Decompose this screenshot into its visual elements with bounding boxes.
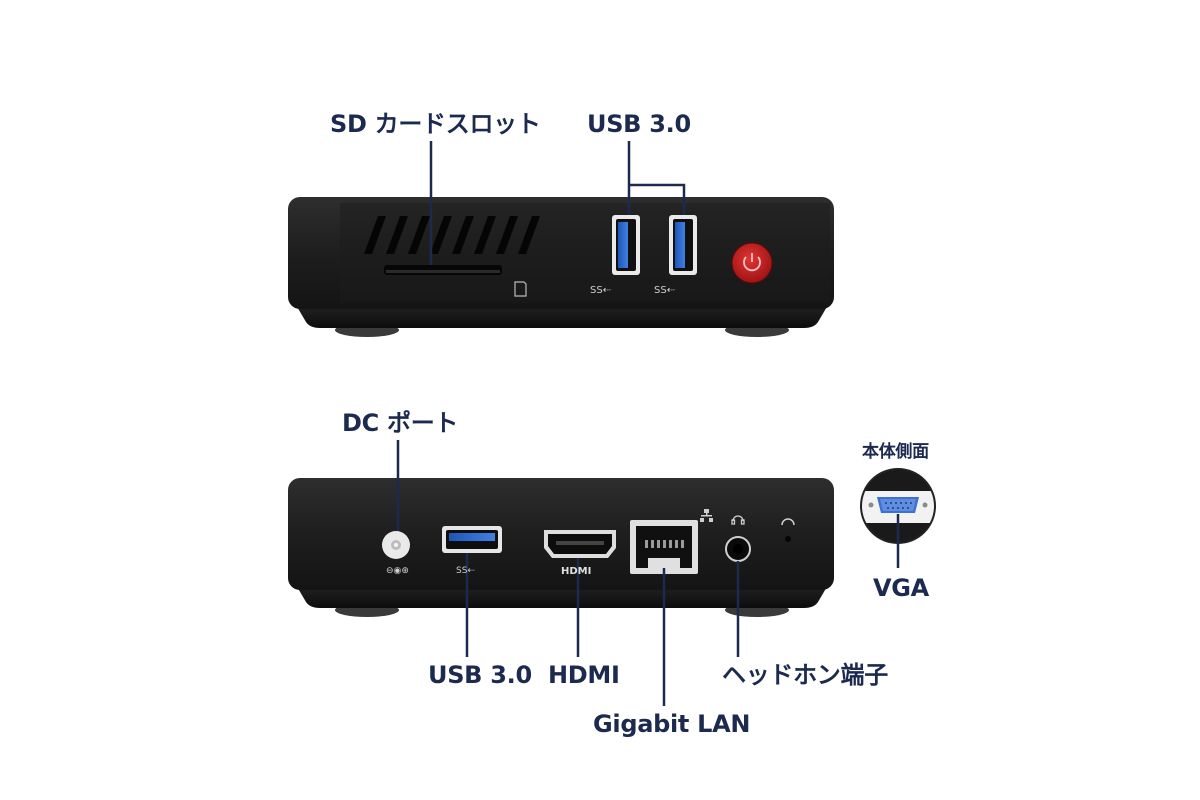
headphone-jack <box>725 536 751 562</box>
headphone-icon <box>781 518 795 542</box>
usb-top-label: USB 3.0 <box>587 110 691 138</box>
power-button-icon <box>731 242 773 284</box>
dc-port <box>382 531 410 559</box>
sd-slot-label: SD カードスロット <box>330 110 541 138</box>
usb-port-front-right <box>669 215 697 275</box>
device-rear-view <box>288 440 834 706</box>
dc-port-label: DC ポート <box>342 409 459 437</box>
device-front-view <box>288 141 834 337</box>
vent-grille <box>364 216 540 254</box>
usb-ss-icon: SS⇠ <box>590 285 612 296</box>
network-icon <box>700 509 713 522</box>
usb-rear-label: USB 3.0 <box>428 661 532 689</box>
dc-polarity-mark: ⊖◉⊕ <box>386 566 409 576</box>
gigabit-lan-label: Gigabit LAN <box>593 710 751 738</box>
headphone-small-icon <box>731 515 745 525</box>
usb-ss-icon-right: SS⇠ <box>654 285 676 296</box>
vga-port-icon <box>868 497 928 513</box>
usb-rear-ss-mark: SS⇠ <box>456 566 475 576</box>
hdmi-port <box>544 530 616 558</box>
hdmi-mark: HDMI <box>561 566 592 577</box>
side-view-caption: 本体側面 <box>862 442 929 462</box>
sd-card-icon <box>514 281 527 297</box>
hdmi-label: HDMI <box>548 661 620 689</box>
usb-port-rear <box>442 526 502 553</box>
vga-inset <box>860 468 936 568</box>
ethernet-port <box>630 520 698 574</box>
headphone-label: ヘッドホン端子 <box>722 661 888 689</box>
vga-label: VGA <box>873 574 929 602</box>
usb-port-front-left <box>612 215 640 275</box>
